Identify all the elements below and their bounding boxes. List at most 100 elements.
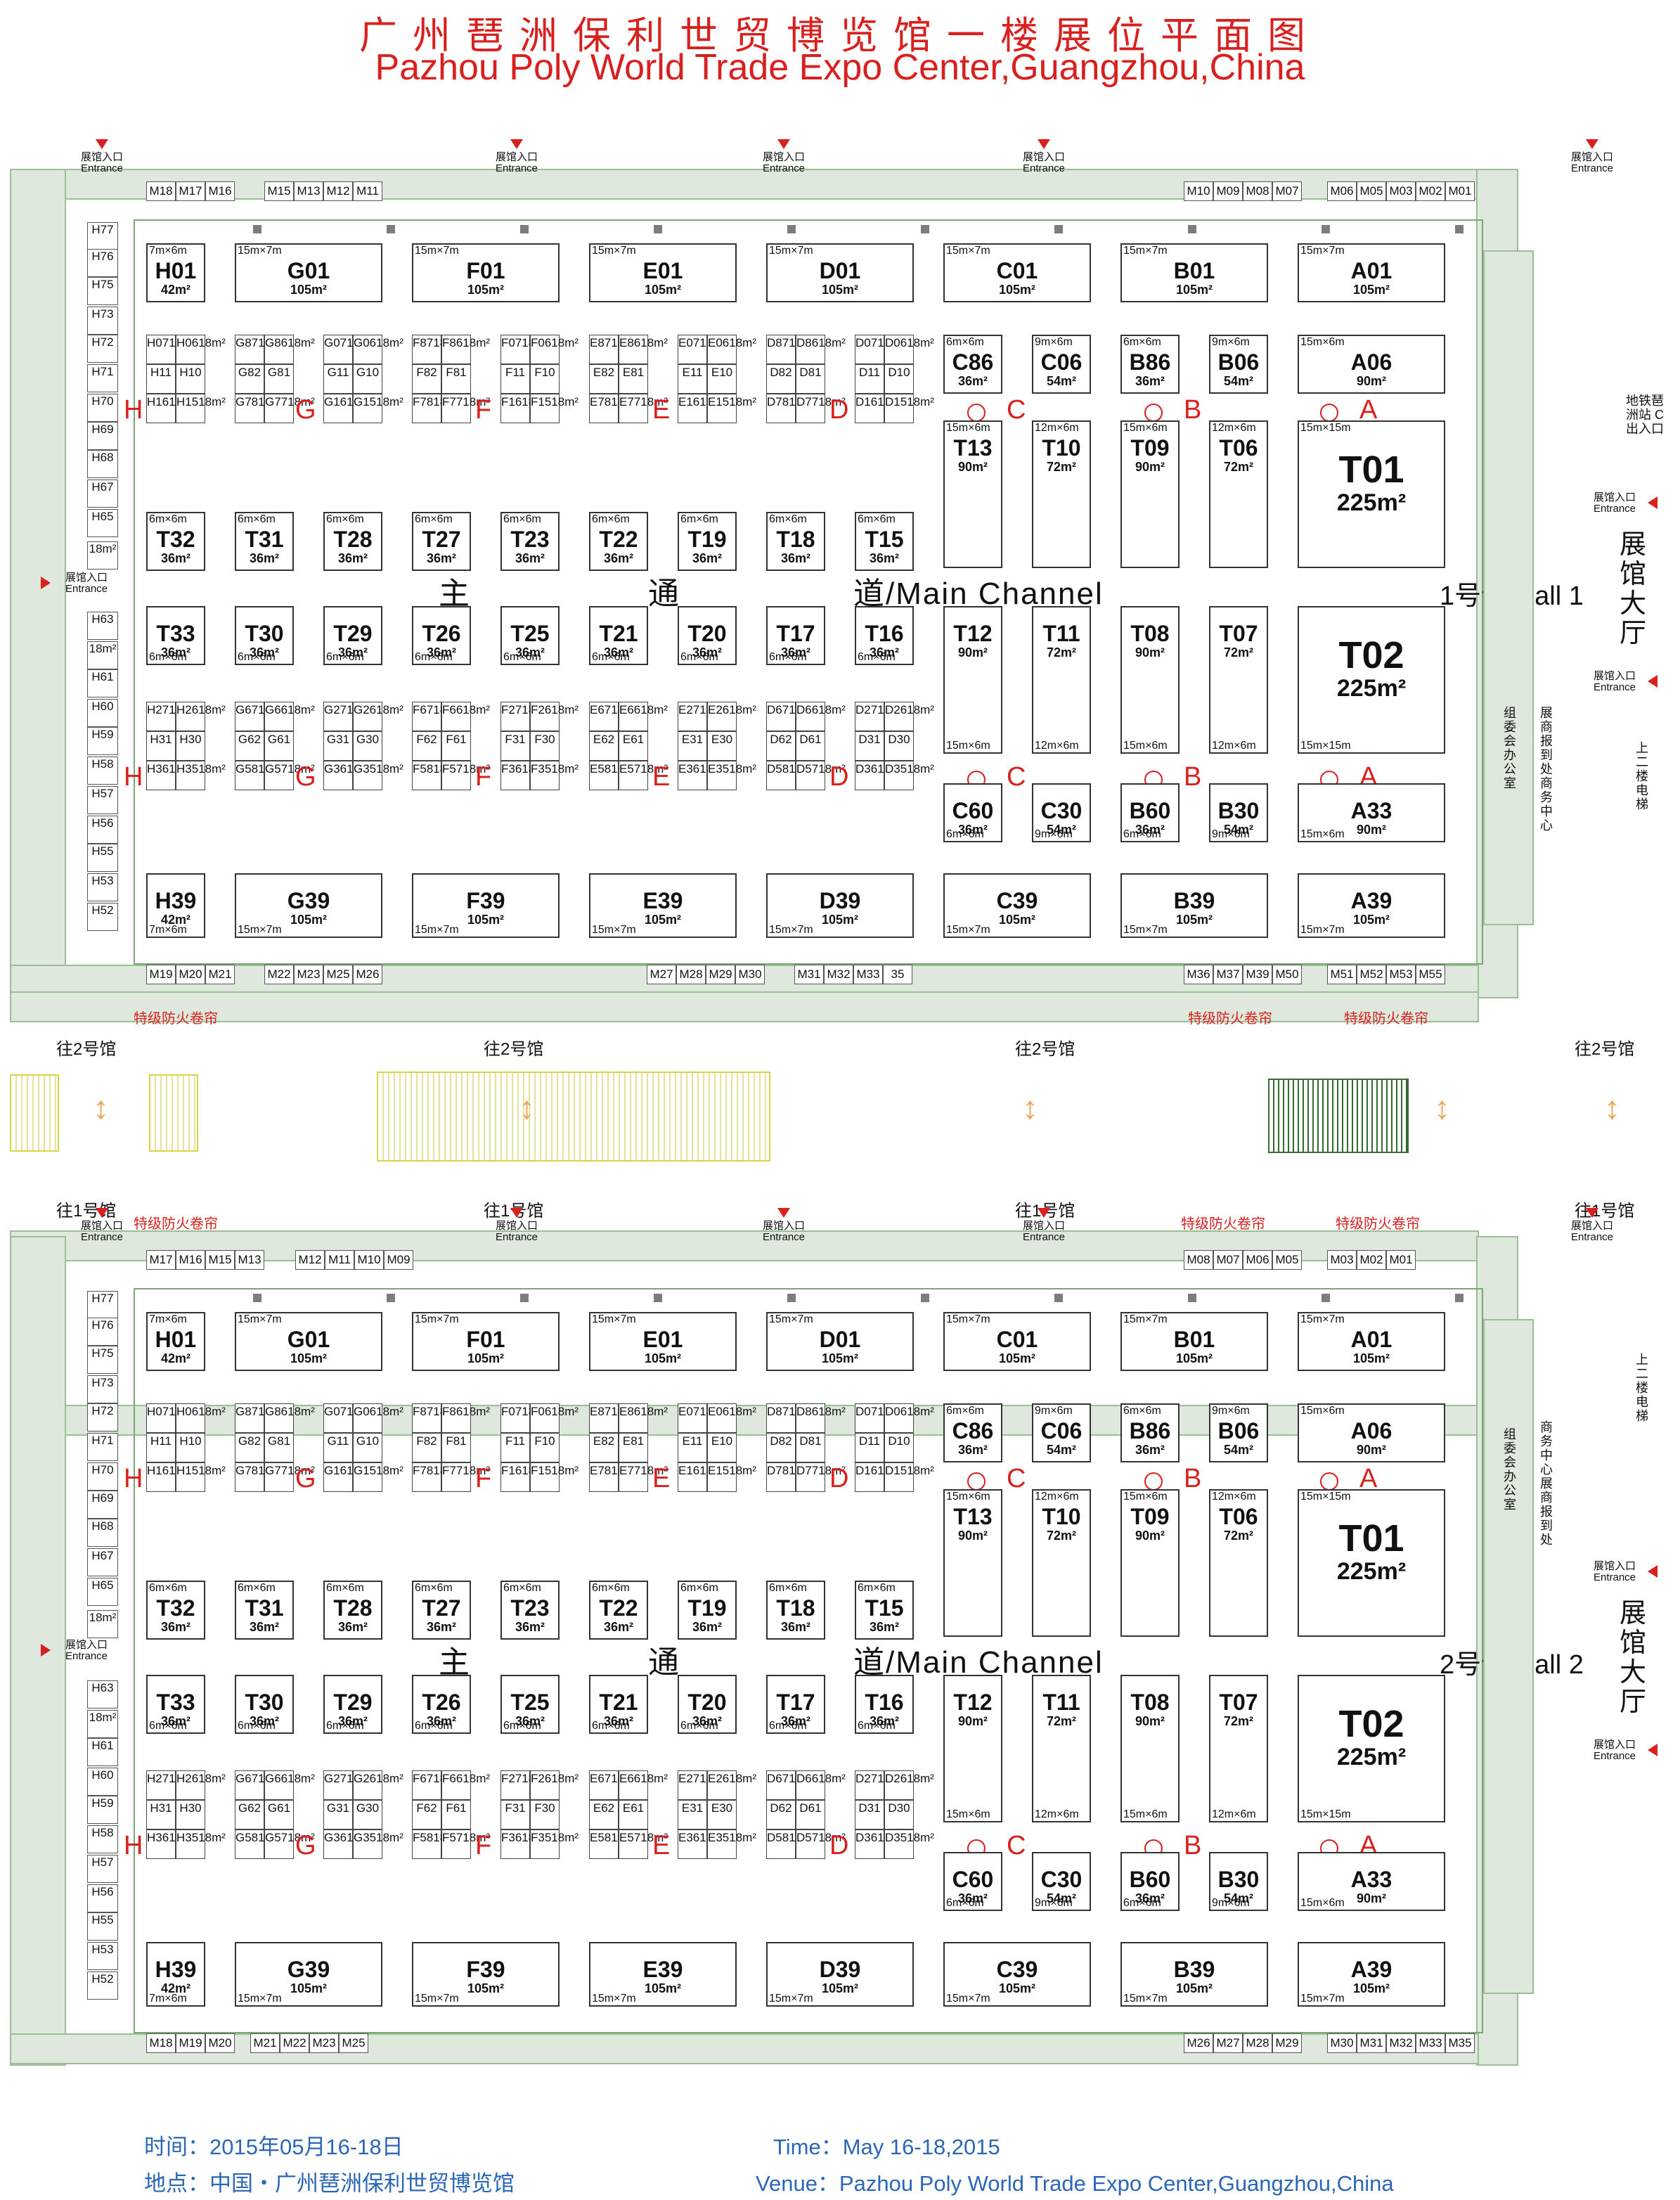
small-booth-d36[interactable]: D3618m² (855, 761, 905, 790)
small-booth-g81[interactable]: G81 (264, 364, 294, 394)
small-booth-d07[interactable]: D0718m² (855, 335, 905, 364)
small-booth-g67[interactable]: G6718m² (235, 702, 285, 731)
small-booth-e67[interactable]: E6718m² (589, 702, 638, 731)
small-booth-g86[interactable]: G8618m² (264, 335, 315, 364)
small-booth-h07[interactable]: H0718m² (146, 335, 196, 364)
small-booth-g15[interactable]: G1518m² (353, 1462, 403, 1492)
small-booth-e35[interactable]: E3518m² (707, 761, 756, 790)
small-booth-d87[interactable]: D8718m² (766, 1403, 816, 1433)
small-booth-g11[interactable]: G11 (323, 364, 353, 394)
small-booth-d35[interactable]: D3518m² (884, 761, 934, 790)
small-booth-g36[interactable]: G3618m² (323, 761, 374, 790)
small-booth-f07[interactable]: F0718m² (500, 1403, 549, 1433)
small-booth-f62[interactable]: F62 (412, 1800, 441, 1829)
small-booth-f15[interactable]: F1518m² (530, 394, 579, 423)
small-booth-h30[interactable]: H30 (176, 731, 205, 761)
small-booth-d07[interactable]: D0718m² (855, 1403, 905, 1433)
small-booth-d30[interactable]: D30 (884, 731, 914, 761)
small-booth-f81[interactable]: F81 (441, 1433, 471, 1462)
small-booth-g35[interactable]: G3518m² (353, 761, 403, 790)
small-booth-d61[interactable]: D61 (796, 1800, 825, 1829)
small-booth-d11[interactable]: D11 (855, 1433, 884, 1462)
small-booth-h06[interactable]: H0618m² (176, 335, 226, 364)
small-booth-d86[interactable]: D8618m² (796, 1403, 846, 1433)
small-booth-d58[interactable]: D5818m² (766, 1829, 816, 1859)
small-booth-e07[interactable]: E0718m² (678, 1403, 727, 1433)
small-booth-e78[interactable]: E7818m² (589, 394, 638, 423)
small-booth-g35[interactable]: G3518m² (353, 1829, 403, 1859)
small-booth-f67[interactable]: F6718m² (412, 1770, 460, 1800)
small-booth-d30[interactable]: D30 (884, 1800, 914, 1829)
small-booth-d06[interactable]: D0618m² (884, 335, 934, 364)
small-booth-g87[interactable]: G8718m² (235, 335, 285, 364)
small-booth-e16[interactable]: E1618m² (678, 1462, 727, 1492)
small-booth-e27[interactable]: E2718m² (678, 1770, 727, 1800)
small-booth-g16[interactable]: G1618m² (323, 394, 374, 423)
small-booth-h16[interactable]: H1618m² (146, 1462, 196, 1492)
small-booth-d15[interactable]: D1518m² (884, 1462, 934, 1492)
small-booth-d66[interactable]: D6618m² (796, 702, 846, 731)
small-booth-d67[interactable]: D6718m² (766, 702, 816, 731)
small-booth-e16[interactable]: E1618m² (678, 394, 727, 423)
small-booth-h06[interactable]: H0618m² (176, 1403, 226, 1433)
small-booth-d35[interactable]: D3518m² (884, 1829, 934, 1859)
small-booth-f10[interactable]: F10 (530, 364, 560, 394)
small-booth-d26[interactable]: D2618m² (884, 1770, 934, 1800)
small-booth-e58[interactable]: E5818m² (589, 761, 638, 790)
small-booth-d57[interactable]: D5718m² (796, 1829, 846, 1859)
small-booth-g81[interactable]: G81 (264, 1433, 294, 1462)
small-booth-e06[interactable]: E0618m² (707, 335, 756, 364)
small-booth-e36[interactable]: E3618m² (678, 1829, 727, 1859)
small-booth-e82[interactable]: E82 (589, 364, 619, 394)
small-booth-e78[interactable]: E7818m² (589, 1462, 638, 1492)
small-booth-e62[interactable]: E62 (589, 731, 619, 761)
small-booth-e87[interactable]: E8718m² (589, 335, 638, 364)
small-booth-f07[interactable]: F0718m² (500, 335, 549, 364)
small-booth-g07[interactable]: G0718m² (323, 1403, 374, 1433)
small-booth-h26[interactable]: H2618m² (176, 702, 226, 731)
small-booth-d82[interactable]: D82 (766, 1433, 796, 1462)
small-booth-e07[interactable]: E0718m² (678, 335, 727, 364)
small-booth-h26[interactable]: H2618m² (176, 1770, 226, 1800)
small-booth-d81[interactable]: D81 (796, 364, 825, 394)
small-booth-f61[interactable]: F61 (441, 731, 471, 761)
small-booth-h11[interactable]: H11 (146, 364, 176, 394)
small-booth-e35[interactable]: E3518m² (707, 1829, 756, 1859)
small-booth-e67[interactable]: E6718m² (589, 1770, 638, 1800)
small-booth-g26[interactable]: G2618m² (353, 1770, 403, 1800)
